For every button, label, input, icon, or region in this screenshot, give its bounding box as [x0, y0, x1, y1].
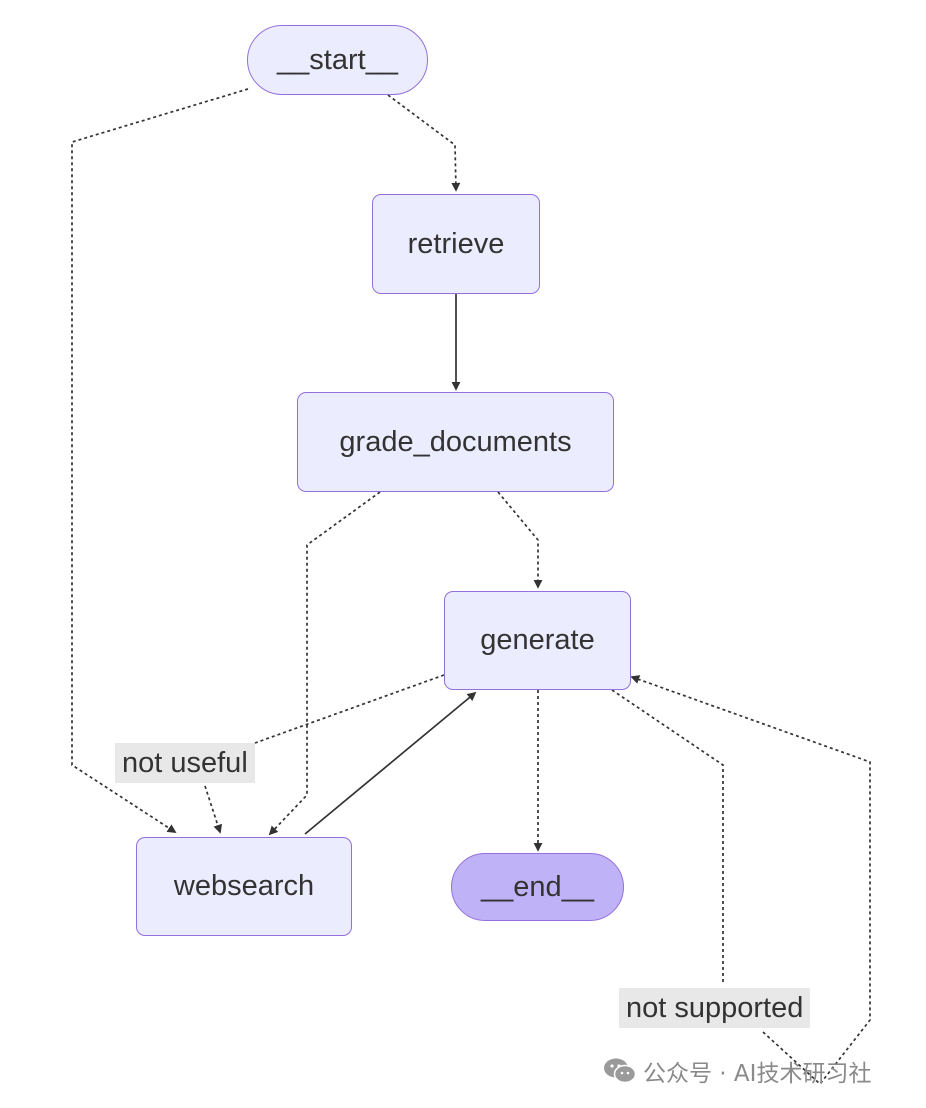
watermark: 公众号 · AI技术研习社	[603, 1055, 871, 1087]
start-node[interactable]: __start__	[247, 25, 428, 95]
edge-grade-documents-to-websearch	[268, 491, 381, 836]
end-node[interactable]: __end__	[451, 853, 624, 921]
grade-documents-node[interactable]: grade_documents	[297, 392, 614, 492]
edge-grade-documents-to-generate	[497, 491, 543, 589]
edge-websearch-to-generate	[304, 691, 477, 835]
edge-generate-to-websearch-not-useful	[204, 674, 445, 832]
websearch-node[interactable]: websearch	[136, 837, 352, 936]
edge-generate-to-generate-not-supported	[611, 677, 871, 1086]
retrieve-node[interactable]: retrieve	[372, 194, 540, 294]
edge-start-to-retrieve	[387, 94, 461, 192]
edge-start-to-websearch	[71, 88, 249, 833]
generate-node[interactable]: generate	[444, 591, 631, 690]
wechat-icon	[604, 1058, 637, 1084]
watermark-text: 公众号 · AI技术研习社	[643, 1061, 872, 1087]
edge-label-not-useful: not useful	[115, 743, 255, 783]
edge-label-not-supported: not supported	[619, 988, 811, 1028]
